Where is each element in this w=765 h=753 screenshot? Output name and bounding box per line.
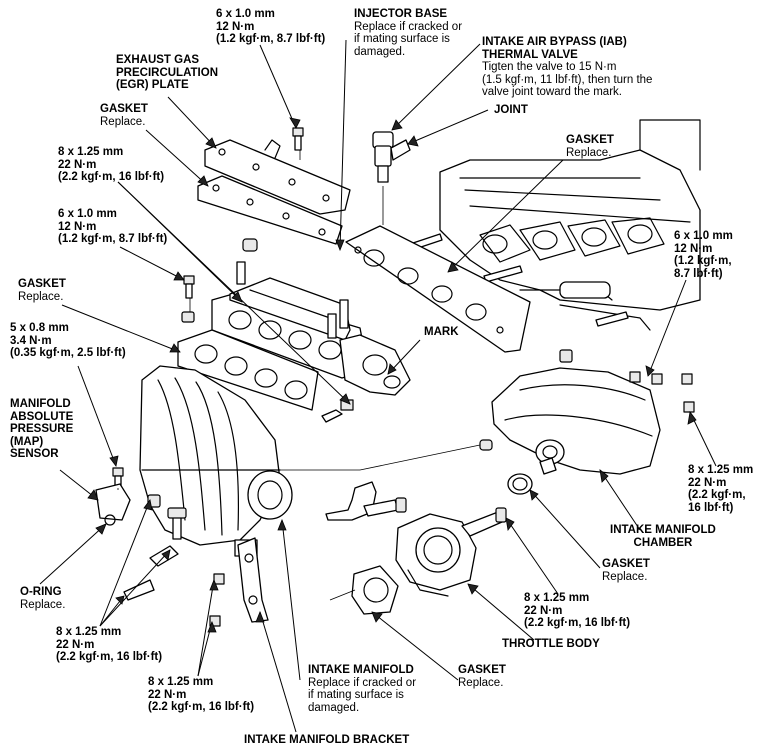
label-screw-5x08: 5 x 0.8 mm 3.4 N·m (0.35 kgf·m, 2.5 lbf·… bbox=[10, 322, 126, 360]
label-joint: JOINT bbox=[494, 104, 528, 116]
label-top-bolt-spec: 6 x 1.0 mm 12 N·m (1.2 kgf·m, 8.7 lbf·ft… bbox=[216, 8, 326, 46]
egr-plate-drawing bbox=[197, 139, 351, 245]
label-bolt-8x125-throttle: 8 x 1.25 mm 22 N·m (2.2 kgf·m, 16 lbf·ft… bbox=[524, 592, 631, 630]
throttle-side-gasket-drawing bbox=[177, 329, 319, 411]
chamber-gasket-drawing bbox=[507, 457, 557, 495]
flange-bolts bbox=[181, 238, 354, 423]
lower-bolts bbox=[123, 545, 179, 601]
leader-arrowheads bbox=[87, 117, 697, 633]
egr-bolt-drawing bbox=[292, 127, 304, 151]
intake-manifold-bracket-drawing bbox=[209, 537, 269, 627]
label-map-sensor: MANIFOLD ABSOLUTE PRESSURE (MAP) SENSOR bbox=[10, 398, 74, 461]
intake-manifold-drawing bbox=[139, 365, 293, 557]
label-intake-manifold: INTAKE MANIFOLD Replace if cracked or if… bbox=[308, 664, 417, 714]
label-gasket-chamber: GASKET Replace. bbox=[602, 558, 650, 583]
label-iab-thermal-valve: INTAKE AIR BYPASS (IAB) THERMAL VALVE Ti… bbox=[482, 36, 653, 99]
label-gasket-left: GASKET Replace. bbox=[18, 278, 66, 303]
intake-manifold-chamber-drawing bbox=[479, 349, 695, 475]
label-bolt-6x1-right: 6 x 1.0 mm 12 N·m (1.2 kgf·m, 8.7 lbf·ft… bbox=[674, 230, 733, 280]
label-intake-manifold-bracket: INTAKE MANIFOLD BRACKET bbox=[244, 734, 410, 746]
label-injector-base: INJECTOR BASE Replace if cracked or if m… bbox=[354, 8, 463, 58]
label-gasket-egr: GASKET Replace. bbox=[100, 103, 148, 128]
label-bolt-6x1-left: 6 x 1.0 mm 12 N·m (1.2 kgf·m, 8.7 lbf·ft… bbox=[58, 208, 168, 246]
label-bolt-8x125-lower-left: 8 x 1.25 mm 22 N·m (2.2 kgf·m, 16 lbf·ft… bbox=[56, 626, 163, 664]
leader-lines bbox=[39, 39, 717, 733]
label-gasket-head: GASKET Replace. bbox=[566, 134, 614, 159]
label-o-ring: O-RING Replace. bbox=[20, 586, 66, 611]
label-mark: MARK bbox=[424, 326, 459, 338]
iab-valve-drawing bbox=[372, 131, 411, 225]
label-bolt-8x125-right: 8 x 1.25 mm 22 N·m (2.2 kgf·m, 16 lbf·ft… bbox=[688, 464, 754, 514]
label-intake-manifold-chamber: INTAKE MANIFOLD CHAMBER bbox=[610, 524, 716, 549]
throttle-gasket-drawing bbox=[351, 565, 399, 615]
label-egr-plate: EXHAUST GAS PRECIRCULATION (EGR) PLATE bbox=[116, 54, 219, 92]
map-sensor-drawing bbox=[95, 467, 131, 526]
manifold-flange-drawing bbox=[211, 277, 411, 396]
assembly-center-lines bbox=[117, 150, 481, 601]
label-throttle-body: THROTTLE BODY bbox=[502, 638, 600, 650]
throttle-body-drawing bbox=[395, 507, 507, 597]
coolant-pipe-drawing bbox=[325, 481, 407, 521]
intake-gasket-drawing bbox=[345, 225, 531, 353]
label-gasket-throttle: GASKET Replace. bbox=[458, 664, 506, 689]
label-bolt-8x125-bottom: 8 x 1.25 mm 22 N·m (2.2 kgf·m, 16 lbf·ft… bbox=[148, 676, 255, 714]
label-bolt-8x125-upper: 8 x 1.25 mm 22 N·m (2.2 kgf·m, 16 lbf·ft… bbox=[58, 146, 165, 184]
